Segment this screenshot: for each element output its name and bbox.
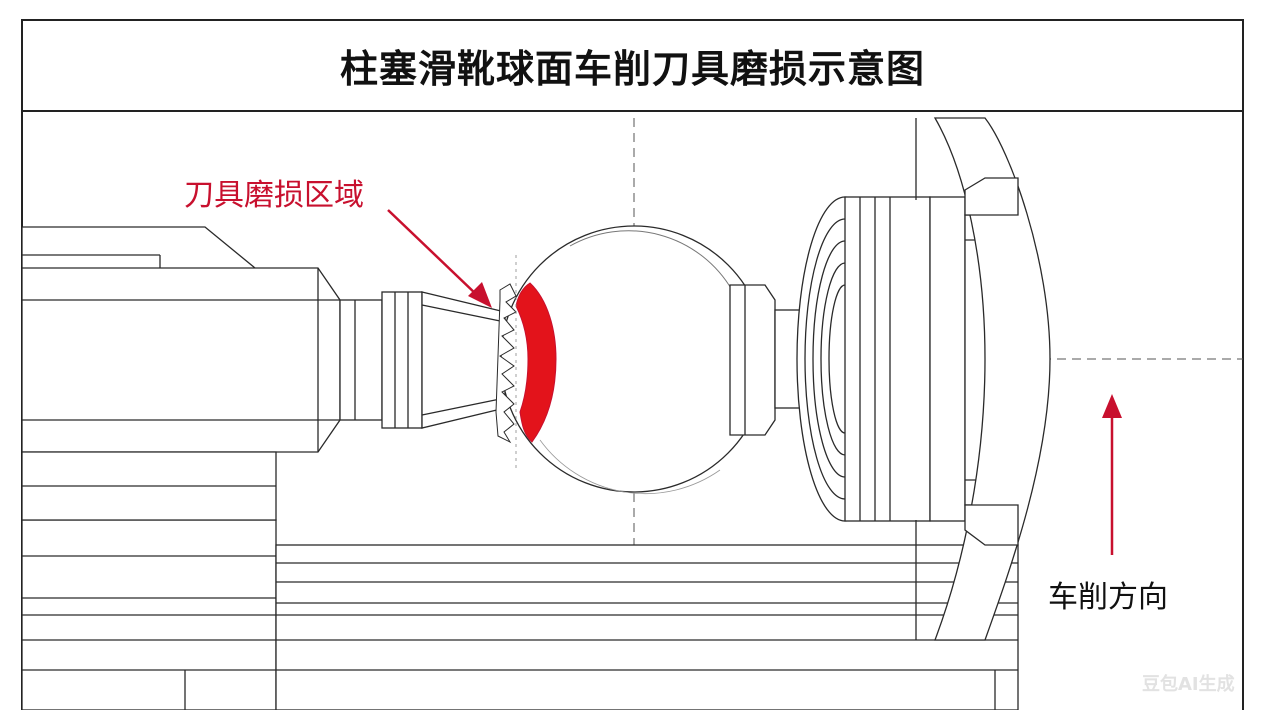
chipped-tool-edge (495, 283, 517, 444)
diagram-title: 柱塞滑靴球面车削刀具磨损示意图 (339, 46, 925, 91)
wear-region-label: 刀具磨损区域 (184, 178, 364, 213)
direction-arrow (1102, 394, 1122, 555)
headstock (915, 117, 1051, 641)
cutting-tool (339, 291, 506, 429)
lathe-bed (22, 519, 1019, 710)
tool-holder (22, 226, 341, 521)
cutting-direction-label: 车削方向 (1048, 580, 1168, 615)
callout-arrow (387, 209, 492, 308)
watermark: 豆包AI生成 (1142, 674, 1235, 695)
